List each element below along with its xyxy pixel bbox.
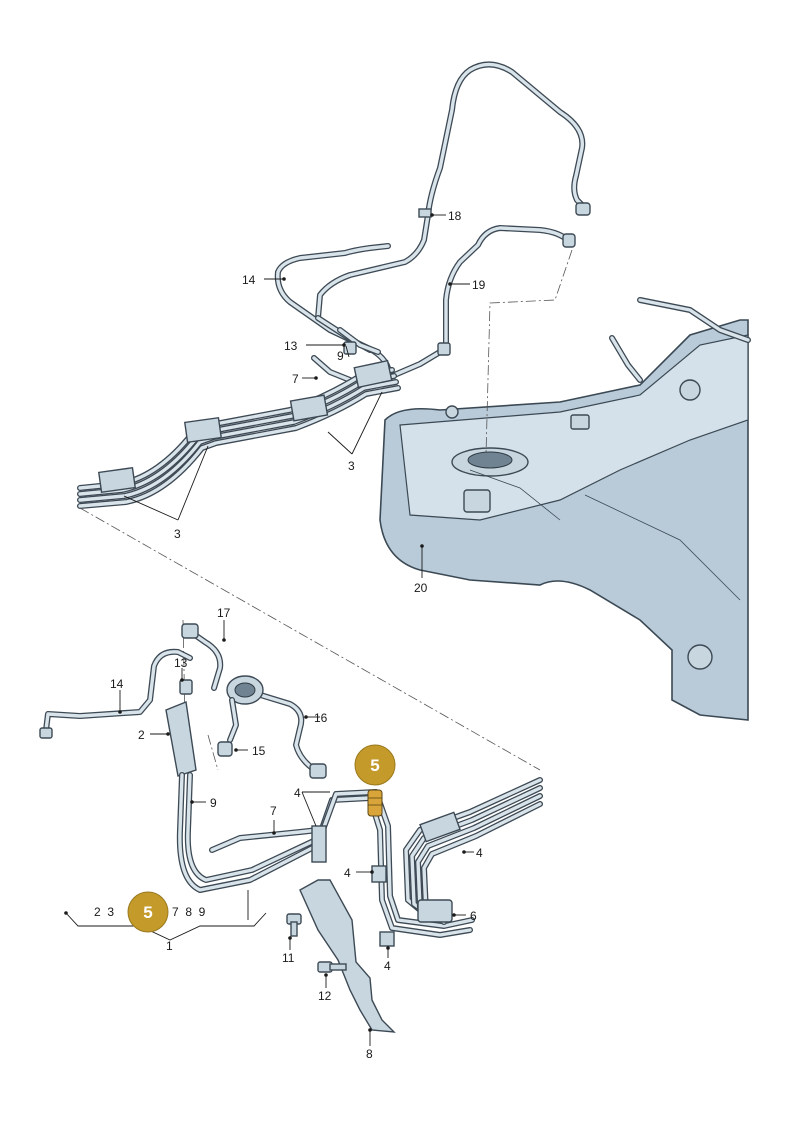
group-label-left: 2 3 — [94, 905, 114, 919]
bundle-clip-4a — [419, 811, 461, 843]
callout-11: 11 — [282, 951, 295, 965]
lower-line-assembly — [39, 623, 543, 1033]
callout-labels: 18 14 19 13 9 7 3 3 20 17 13 14 16 2 15 … — [94, 209, 486, 1061]
callout-18: 18 — [448, 209, 462, 223]
callout-4-b: 4 — [476, 846, 483, 860]
highlight-badge-lower-text: 5 — [143, 903, 152, 922]
callout-19: 19 — [472, 278, 486, 292]
connector-14-end — [39, 727, 53, 739]
highlight-badge-upper-text: 5 — [370, 756, 379, 775]
connector-19-joint — [437, 342, 451, 356]
tank-cap-front — [463, 489, 491, 513]
group-label-right: 7 8 9 — [172, 905, 206, 919]
bundle-clip-4c — [371, 865, 387, 883]
callout-20: 20 — [414, 581, 428, 595]
callout-7-bottom: 7 — [270, 804, 277, 818]
connector-18-end — [575, 202, 591, 216]
leader-lines — [64, 213, 474, 1046]
callout-4-a: 4 — [294, 786, 301, 800]
callout-13-top: 13 — [284, 339, 298, 353]
clip-15 — [217, 741, 233, 757]
fuel-tank — [379, 297, 751, 721]
clip-13-bottom — [179, 679, 193, 695]
tank-mount-stud-3 — [445, 405, 459, 419]
highlight-badge-lower: 5 — [127, 891, 169, 933]
callout-9-bottom: 9 — [210, 796, 217, 810]
bolt-12-shank — [329, 963, 347, 971]
callout-14-top: 14 — [242, 273, 256, 287]
connector-block-6 — [417, 899, 453, 923]
bundle-clip-4b — [311, 825, 327, 863]
callout-12: 12 — [318, 989, 332, 1003]
callout-4-c: 4 — [344, 866, 351, 880]
callout-3-b: 3 — [174, 527, 181, 541]
clip-18 — [418, 208, 432, 218]
tank-mount-stud-1 — [679, 379, 701, 401]
callout-9-top: 9 — [337, 349, 344, 363]
callout-13-bottom: 13 — [174, 656, 188, 670]
callout-16: 16 — [314, 711, 328, 725]
callout-17: 17 — [217, 606, 231, 620]
bundle-clip-3c — [289, 394, 329, 422]
bundle-clip-4d — [379, 931, 395, 947]
bolt-11-shank — [290, 921, 298, 937]
callout-14-bottom: 14 — [110, 677, 124, 691]
callout-6: 6 — [470, 909, 477, 923]
callout-15: 15 — [252, 744, 266, 758]
bundle-clip-3b — [183, 416, 223, 444]
callout-7-top: 7 — [292, 372, 299, 386]
bundle-clip-3d — [353, 359, 393, 389]
upper-line-assembly — [77, 61, 591, 509]
clip-13-top — [343, 341, 357, 355]
tank-sender-opening — [467, 451, 513, 469]
tank-mount-stud-2 — [687, 644, 713, 670]
connector-19-end — [562, 233, 576, 248]
callout-8: 8 — [366, 1047, 373, 1061]
callout-4-d: 4 — [384, 959, 391, 973]
bundle-clip-3a — [97, 466, 137, 494]
clip-5-part — [367, 789, 383, 817]
bracket-2 — [165, 701, 197, 777]
highlight-badge-upper: 5 — [354, 744, 396, 786]
tank-vent-cap — [570, 414, 590, 430]
callout-3-a: 3 — [348, 459, 355, 473]
callout-2: 2 — [138, 728, 145, 742]
connector-16-end — [309, 763, 327, 779]
connector-17 — [181, 623, 199, 639]
callout-1: 1 — [166, 939, 173, 953]
